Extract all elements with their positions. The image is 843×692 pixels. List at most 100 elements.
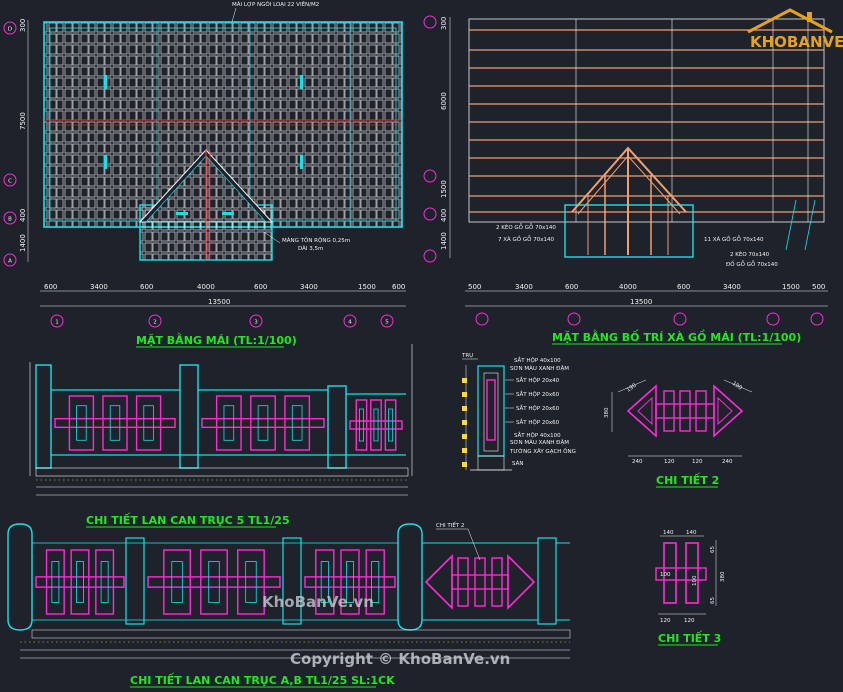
roof-dim-h: 600 bbox=[44, 283, 57, 291]
roof-dim-h: 3400 bbox=[300, 283, 318, 291]
truss-dim-h: 3400 bbox=[515, 283, 533, 291]
railing-infill-unit bbox=[35, 549, 125, 615]
truss-dim-h: 3400 bbox=[723, 283, 741, 291]
detail-2-dim: 120 bbox=[664, 459, 675, 465]
axis-bubble bbox=[423, 207, 437, 221]
truss-dim-h: 600 bbox=[677, 283, 690, 291]
section-note: SẮT HỘP 20x60 bbox=[516, 390, 560, 398]
detail-2-dim: 240 bbox=[722, 459, 733, 465]
railing-infill-unit bbox=[54, 395, 176, 451]
railing-ab-right-column bbox=[397, 523, 423, 631]
truss-dim-v: 6000 bbox=[440, 92, 448, 110]
section-label: TRỤ bbox=[461, 353, 473, 359]
roof-dim-v: 1400 bbox=[19, 234, 27, 252]
section-note: SẮT HỘP 20x60 bbox=[516, 418, 560, 426]
detail-3-bar bbox=[685, 542, 699, 604]
railing-5 bbox=[29, 344, 413, 496]
detail-3-dim: 65 bbox=[710, 546, 716, 553]
roof-dim-h: 3400 bbox=[90, 283, 108, 291]
detail-3-bar bbox=[663, 542, 677, 604]
gutter-note-1: MÁNG TÔN RỘNG 0,25m bbox=[282, 237, 350, 244]
railing-ab-arrow-right bbox=[507, 554, 536, 610]
railing-infill-unit bbox=[201, 395, 325, 451]
detail-3-dim: 140 bbox=[663, 530, 674, 536]
section-tick bbox=[462, 378, 467, 383]
roof-dim-h: 600 bbox=[140, 283, 153, 291]
truss-note: 11 XÀ GỒ GỖ 70x140 bbox=[704, 234, 764, 243]
roof-dim-v: 7500 bbox=[19, 112, 27, 130]
axis-label: B bbox=[8, 217, 12, 223]
axis-label: D bbox=[8, 27, 12, 33]
watermark: KhoBanVe.vn bbox=[262, 593, 374, 611]
truss-dim-v: 300 bbox=[440, 17, 448, 30]
detail-2-dim: 240 bbox=[632, 459, 643, 465]
detail-3-dim: 100 bbox=[660, 572, 671, 578]
axis-bubble bbox=[673, 312, 687, 326]
truss-dim-v: 400 bbox=[440, 209, 448, 222]
truss-plan: 2 KÈO GỖ GỖ 70x140 7 XÀ GỒ GỖ 70x140 11 … bbox=[468, 18, 825, 268]
truss-note: 2 KÈO GỖ GỖ 70x140 bbox=[496, 223, 556, 231]
section-note: SẮT HỘP 40x100 bbox=[514, 356, 561, 364]
section-tick bbox=[462, 448, 467, 453]
axis-label: A bbox=[8, 259, 12, 265]
gutter-note-2: DÀI 3,5m bbox=[298, 245, 323, 252]
railing-5-title: CHI TIẾT LAN CAN TRỤC 5 TL1/25 bbox=[86, 512, 290, 527]
truss-dim-h: 500 bbox=[468, 283, 481, 291]
detail-3-dim: 140 bbox=[686, 530, 697, 536]
detail-2-dim: 190 bbox=[731, 381, 743, 392]
axis-label: 1 bbox=[55, 320, 59, 326]
section-tick bbox=[462, 406, 467, 411]
logo-text: KHOBANVE bbox=[750, 33, 843, 51]
railing-ab-infill bbox=[35, 549, 396, 615]
railing-5-post bbox=[327, 385, 347, 469]
axis-label: 4 bbox=[348, 320, 352, 326]
truss-dim-h: 4000 bbox=[619, 283, 637, 291]
roof-dim-h: 600 bbox=[392, 283, 405, 291]
section-note: SẮT HỘP 40x100 bbox=[514, 431, 561, 439]
detail-2-dim: 380 bbox=[604, 407, 610, 418]
roof-dim-h: 1500 bbox=[358, 283, 376, 291]
railing-ab-left-column bbox=[7, 523, 33, 631]
axis-bubble bbox=[567, 312, 581, 326]
truss-note: 2 KÈO 70x140 bbox=[730, 250, 770, 258]
section-note: SƠN MÀU XANH ĐẬM bbox=[510, 439, 569, 446]
truss-note: 7 XÀ GỒ GỖ 70x140 bbox=[498, 234, 554, 243]
railing-infill-unit bbox=[147, 549, 281, 615]
railing-infill-unit bbox=[304, 549, 396, 615]
axis-bubble: B bbox=[3, 211, 17, 225]
detail-2-dim: 120 bbox=[692, 459, 703, 465]
roof-dim-v: 300 bbox=[19, 19, 27, 32]
railing-5-post bbox=[35, 364, 52, 469]
axis-bubble: 1 bbox=[50, 314, 64, 328]
axis-bubble: A bbox=[3, 253, 17, 267]
detail-3: 140 140 380 100 100 120 120 65 65 bbox=[655, 530, 726, 624]
truss-plan-title: MẶT BẰNG BỐ TRÍ XÀ GỒ MÁI (TL:1/100) bbox=[552, 329, 801, 344]
roof-dim-h: 600 bbox=[254, 283, 267, 291]
section-tick bbox=[462, 434, 467, 439]
axis-bubble bbox=[475, 312, 489, 326]
section-note: SẮT HỘP 20x60 bbox=[516, 404, 560, 412]
roof-dim-h: 4000 bbox=[197, 283, 215, 291]
roof-plan-title: MẶT BẰNG MÁI (TL:1/100) bbox=[136, 332, 297, 347]
roof-plan: MÁI LỢP NGÓI LOẠI 22 VIÊN/M2 MÁNG TÔN RỘ… bbox=[43, 0, 403, 261]
roof-left-dimensions: 300 7500 400 1400 bbox=[19, 19, 29, 262]
truss-outline bbox=[468, 18, 825, 223]
truss-axis-markers bbox=[423, 15, 824, 326]
axis-label: C bbox=[8, 179, 12, 185]
detail-2-dim: 190 bbox=[626, 382, 638, 393]
railing-ab-callout: CHI TIẾT 2 bbox=[436, 521, 464, 529]
khobanve-logo: KHOBANVE bbox=[747, 8, 843, 51]
section-tick bbox=[462, 462, 467, 467]
section-tick bbox=[462, 392, 467, 397]
axis-label: 3 bbox=[254, 320, 258, 326]
axis-bubble bbox=[423, 15, 437, 29]
roof-dim-v: 400 bbox=[19, 209, 27, 222]
roof-dim-total: 13500 bbox=[208, 298, 230, 306]
section-dim-ticks bbox=[462, 378, 467, 467]
axis-bubble bbox=[423, 169, 437, 183]
detail-3-dim: 65 bbox=[710, 597, 716, 604]
axis-label: 5 bbox=[385, 320, 389, 326]
detail-2: 190 190 380 240 120 120 240 bbox=[604, 379, 753, 465]
